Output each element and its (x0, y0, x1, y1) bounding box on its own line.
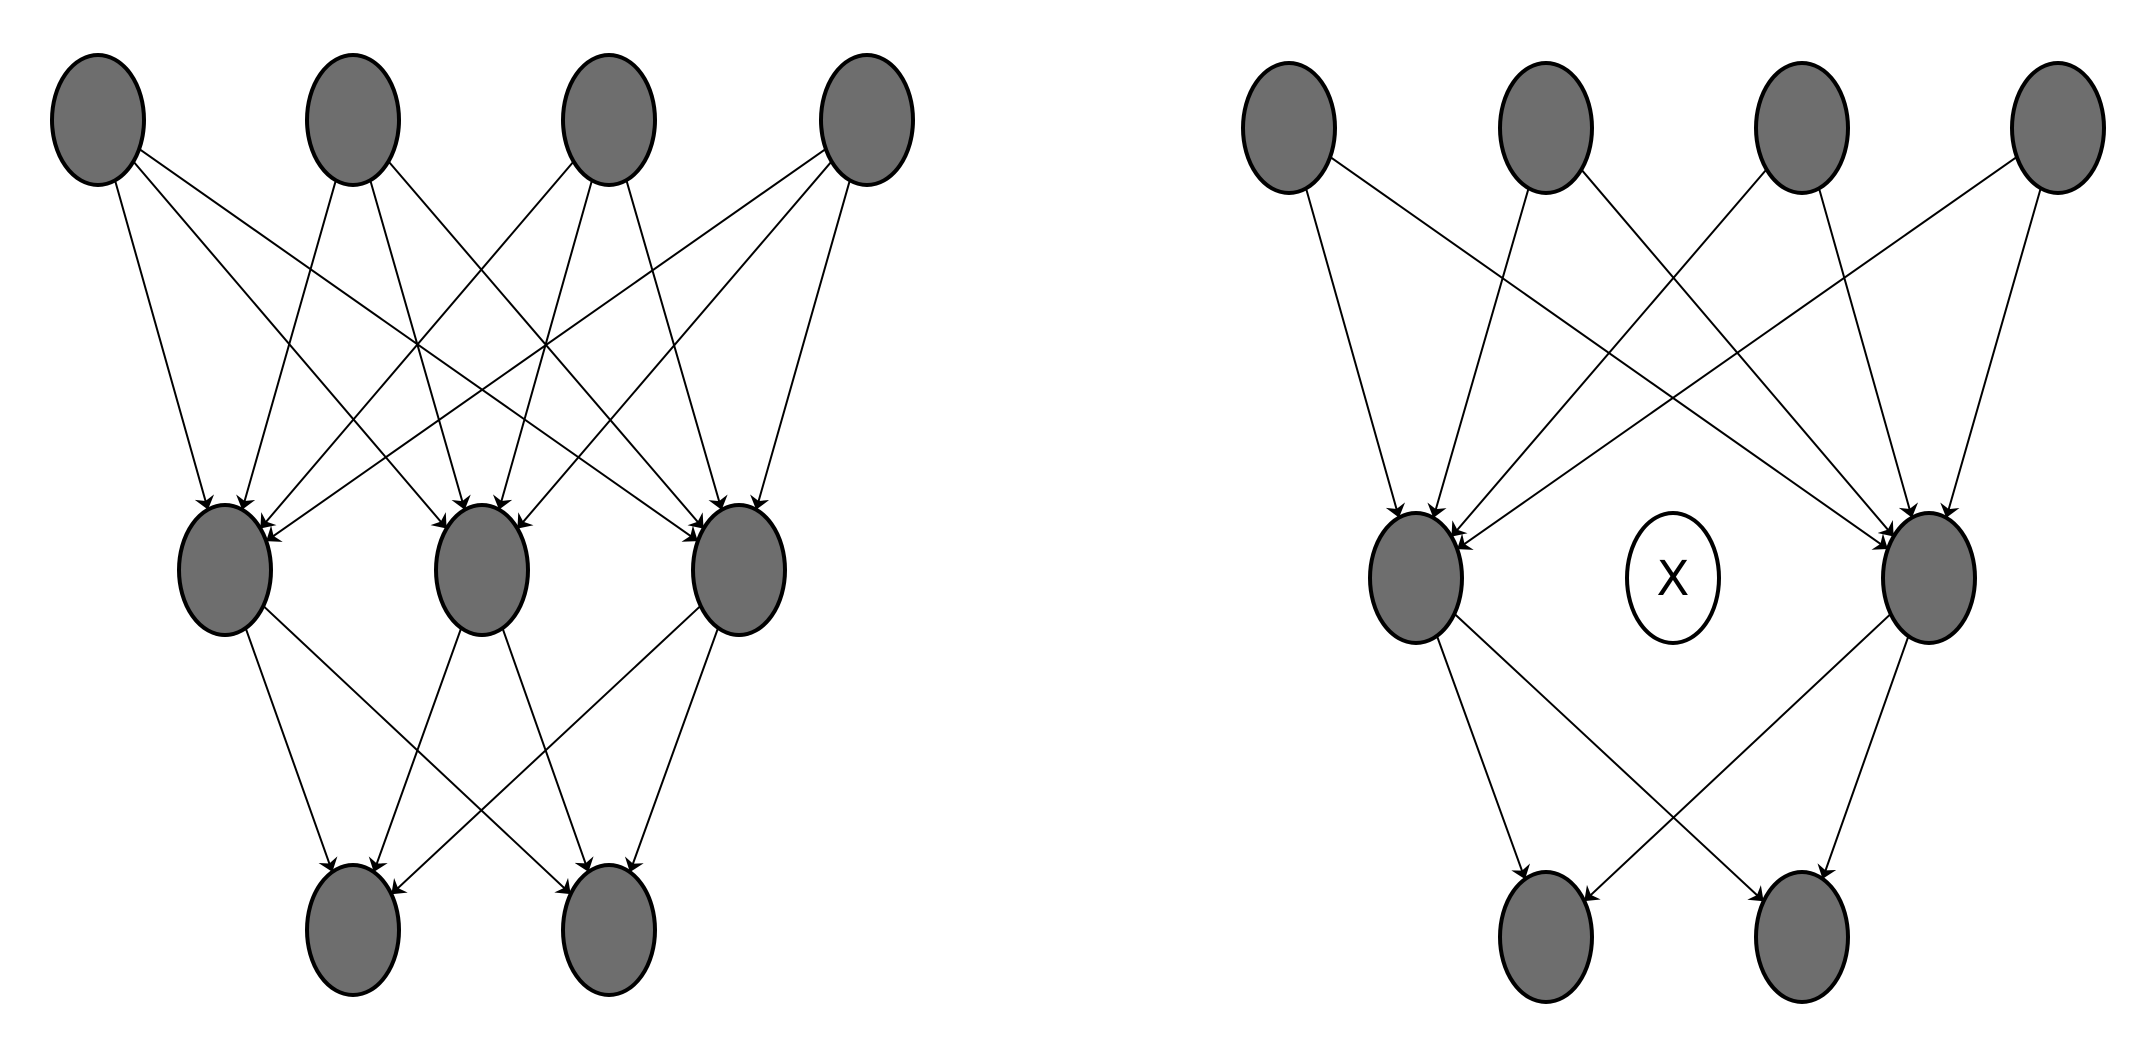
hidden-layer-node (177, 503, 273, 637)
input-layer-node (819, 53, 915, 187)
active-neuron (561, 53, 657, 187)
connection-arrow (265, 148, 827, 542)
active-neuron (691, 503, 787, 637)
active-neuron (1881, 511, 1977, 645)
input-layer-node (1241, 61, 1337, 195)
active-neuron (1368, 511, 1464, 645)
active-neuron (1498, 870, 1594, 1004)
hidden-layer-node: X (1625, 511, 1721, 645)
hidden-layer-node (434, 503, 530, 637)
connection-arrow (1427, 187, 1530, 519)
dropped-neuron-label: X (1657, 551, 1690, 607)
hidden-layer-node (1368, 511, 1464, 645)
active-neuron (434, 503, 530, 637)
connection-arrow (1456, 156, 2018, 550)
active-neuron (1241, 61, 1337, 195)
hidden-layer-node (1881, 511, 1977, 645)
connection-arrow (1450, 168, 1768, 538)
connection-arrow (624, 627, 720, 873)
output-layer-node (561, 863, 657, 997)
dropout-network-diagram: X (1241, 61, 2106, 1004)
active-neuron (305, 53, 401, 187)
connection-arrow (516, 160, 833, 530)
connection-arrow (114, 180, 215, 510)
connection-arrow (750, 180, 851, 510)
output-layer-node (1498, 870, 1594, 1004)
connection-arrow (1453, 613, 1765, 902)
output-layer-node (1754, 870, 1850, 1004)
input-layer-node (1754, 61, 1850, 195)
input-layer-node (50, 53, 146, 187)
active-neuron (1754, 61, 1850, 195)
dropped-neuron (1625, 511, 1721, 645)
connection-arrow (1817, 635, 1910, 880)
connection-arrow (259, 160, 575, 530)
connection-arrow (1940, 187, 2042, 519)
input-layer-node (2010, 61, 2106, 195)
active-neuron (561, 863, 657, 997)
connection-arrow (1818, 188, 1919, 518)
standard-network-diagram (50, 53, 915, 997)
input-layer-node (561, 53, 657, 187)
connection-arrow (368, 627, 463, 873)
active-neuron (1754, 870, 1850, 1004)
connection-arrow (1305, 188, 1406, 518)
active-neuron (177, 503, 273, 637)
active-neuron (1498, 61, 1594, 195)
active-neuron (50, 53, 146, 187)
connection-arrow (1436, 635, 1531, 880)
connection-arrow (244, 627, 338, 873)
connection-arrow (1583, 613, 1892, 902)
input-layer-node (1498, 61, 1594, 195)
active-neuron (819, 53, 915, 187)
input-layer-node (305, 53, 401, 187)
connection-arrow (236, 180, 337, 510)
hidden-layer-node (691, 503, 787, 637)
active-neuron (2010, 61, 2106, 195)
active-neuron (305, 863, 401, 997)
connection-arrow (390, 605, 702, 895)
output-layer-node (305, 863, 401, 997)
